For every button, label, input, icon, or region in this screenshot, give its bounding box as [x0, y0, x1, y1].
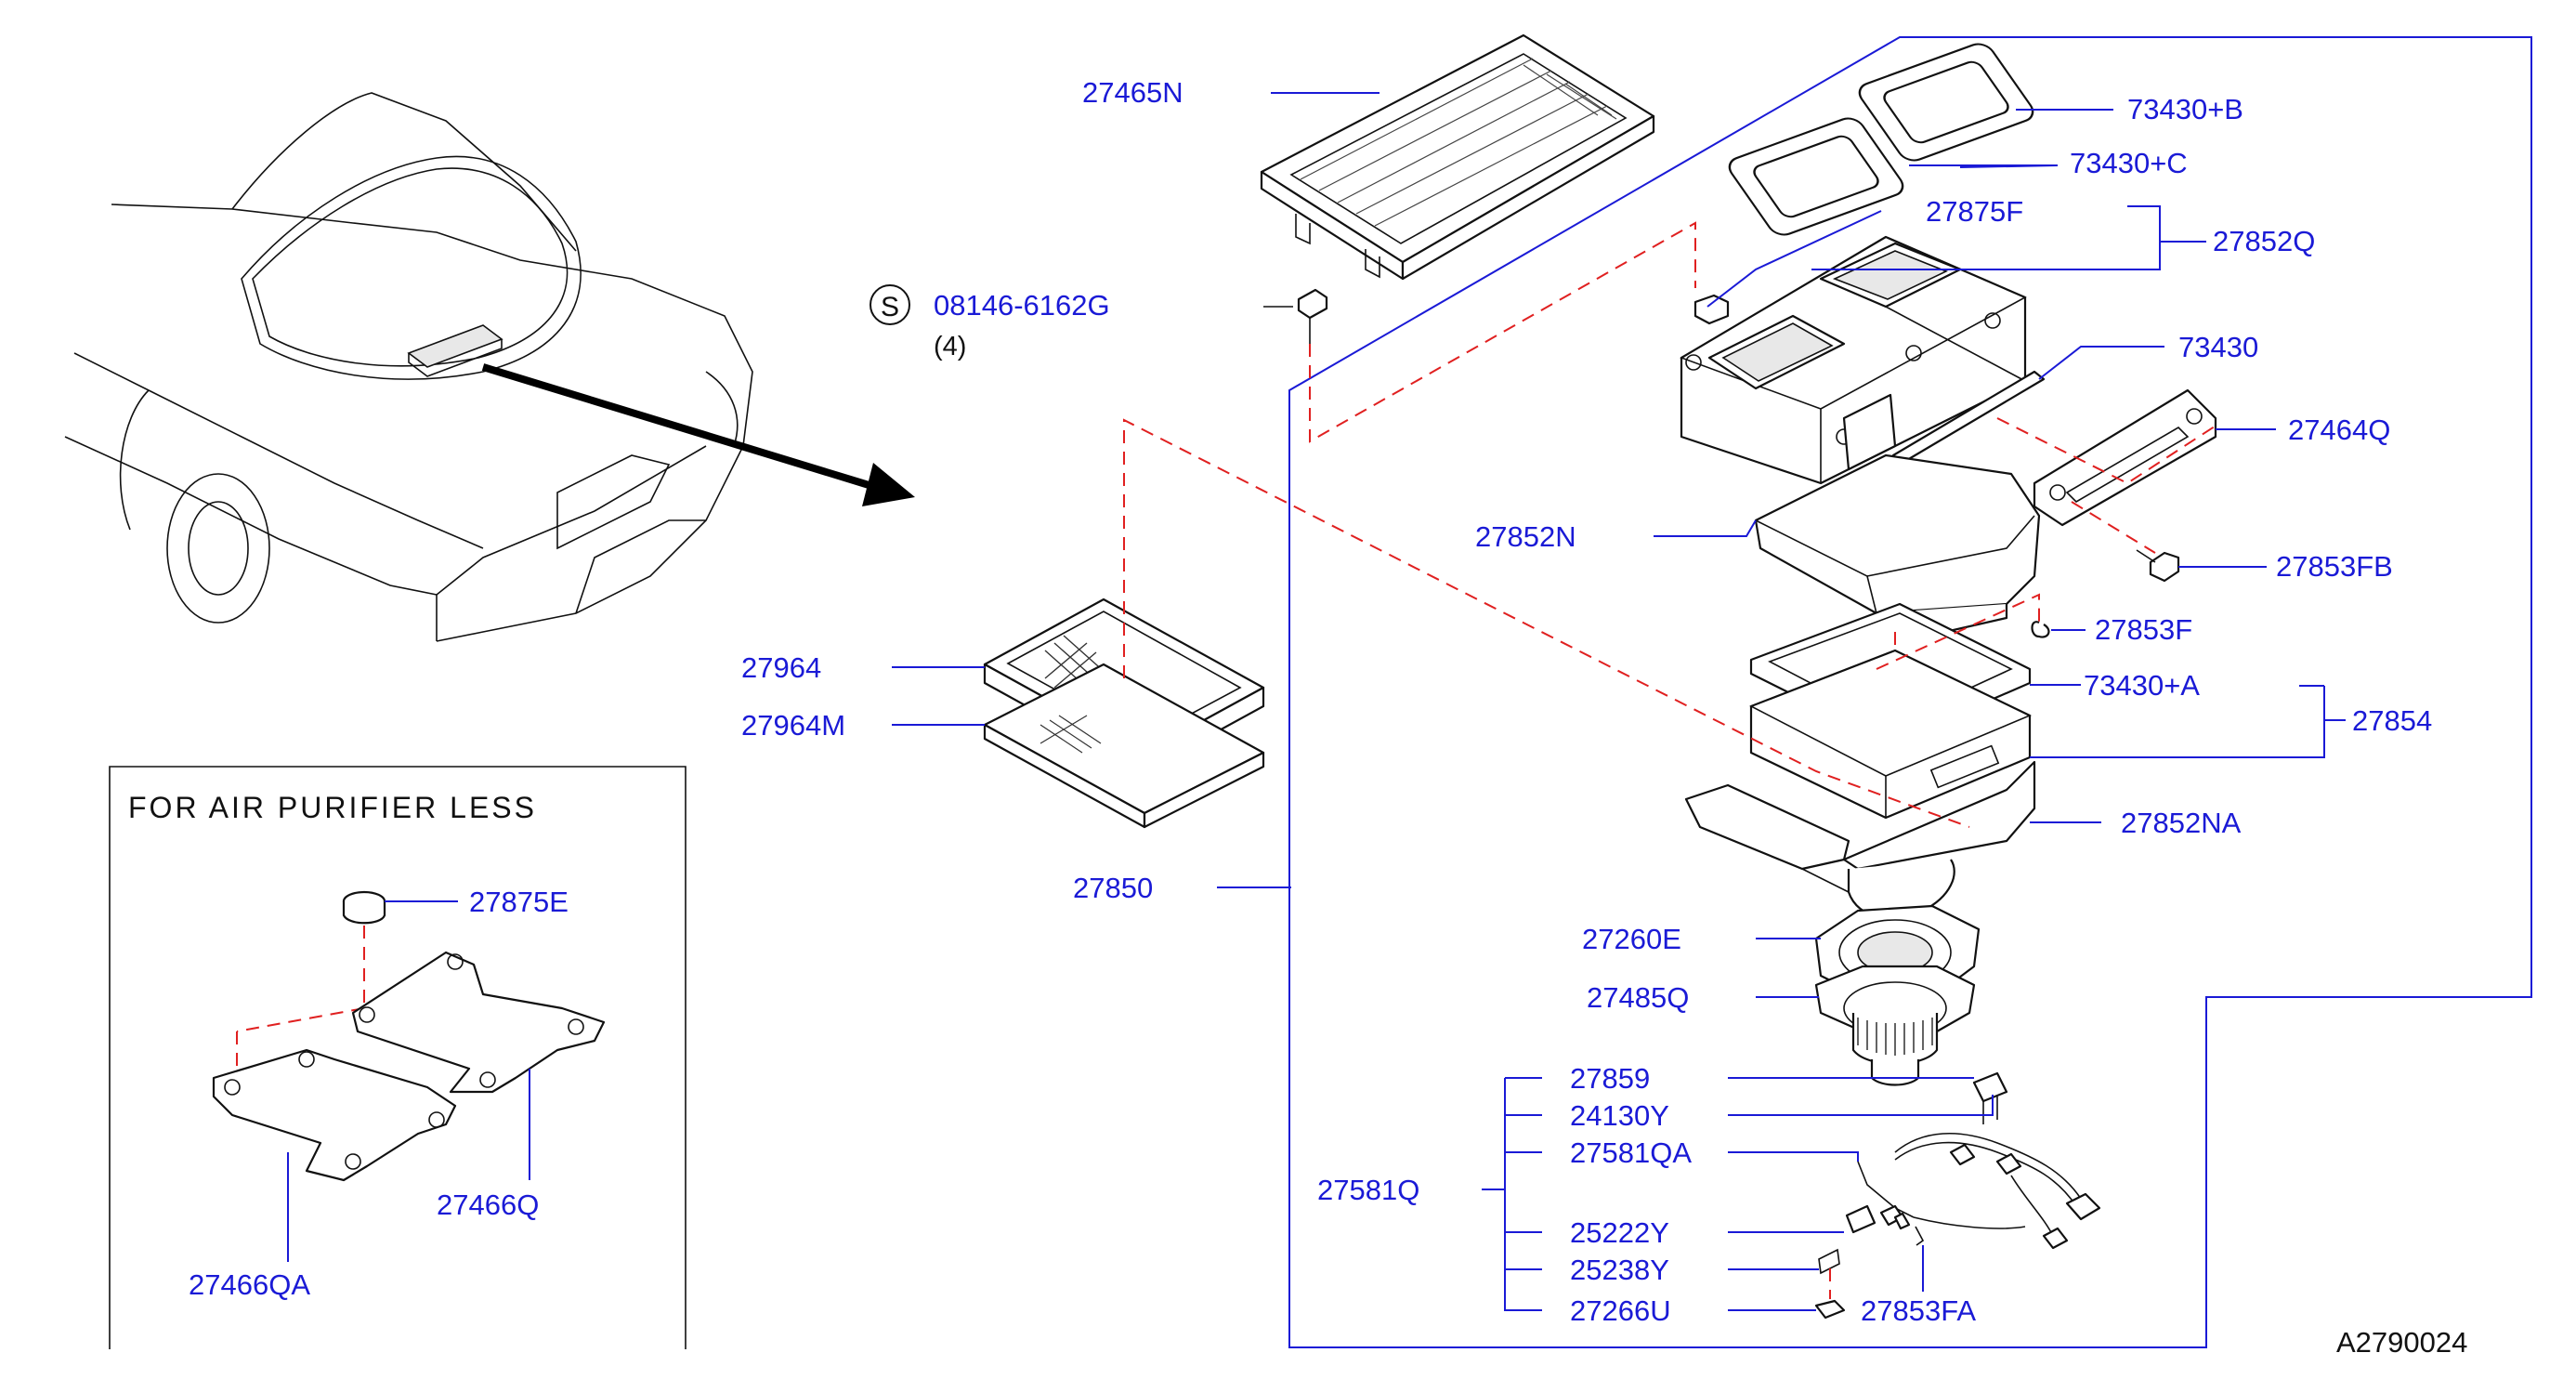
- label-27964M: 27964M: [741, 709, 845, 742]
- label-27852N: 27852N: [1475, 520, 1576, 553]
- label-27581Q: 27581Q: [1317, 1174, 1419, 1206]
- screw-callout: S 08146-6162G (4): [870, 284, 1110, 361]
- label-25238Y: 25238Y: [1570, 1254, 1669, 1286]
- screw-drawing: [1263, 288, 1328, 344]
- diagram-id: A2790024: [2336, 1326, 2467, 1359]
- leader-lines: [287, 92, 2346, 1311]
- car-illustration: [64, 92, 915, 642]
- label-25222Y: 25222Y: [1570, 1216, 1669, 1249]
- label-73430-c: 73430+C: [2070, 147, 2188, 179]
- motor-drawing: [1814, 904, 1981, 1086]
- filter-case-drawing: [1749, 602, 2032, 820]
- inset-title: FOR AIR PURIFIER LESS: [128, 791, 537, 824]
- upper-case-drawing: [1680, 235, 2027, 485]
- label-27850: 27850: [1073, 872, 1153, 904]
- label-27465N: 27465N: [1082, 76, 1183, 109]
- label-27853FA: 27853FA: [1861, 1294, 1976, 1327]
- screw-symbol: S: [881, 292, 899, 322]
- label-27852Q: 27852Q: [2213, 225, 2315, 257]
- assembly-outline: [1288, 36, 2532, 1348]
- label-27853FB: 27853FB: [2276, 550, 2393, 583]
- label-27875F: 27875F: [1926, 195, 2023, 228]
- screw-quantity: (4): [934, 332, 966, 361]
- label-27854: 27854: [2352, 704, 2432, 737]
- label-27485Q: 27485Q: [1587, 981, 1689, 1014]
- label-24130Y: 24130Y: [1570, 1099, 1669, 1132]
- label-73430-b: 73430+B: [2127, 93, 2243, 125]
- label-27853F: 27853F: [2095, 613, 2192, 646]
- part-labels: 27465N 73430+B 73430+C 27875F 27852Q 734…: [189, 76, 2432, 1327]
- label-27466Q: 27466Q: [437, 1189, 539, 1221]
- label-27260E: 27260E: [1582, 923, 1681, 955]
- label-27852NA: 27852NA: [2121, 807, 2242, 839]
- label-08146-6162G: 08146-6162G: [934, 289, 1110, 322]
- clip-27853F-drawing: [2031, 621, 2050, 638]
- label-27859: 27859: [1570, 1062, 1650, 1095]
- label-27266U: 27266U: [1570, 1294, 1671, 1327]
- filter-27465N-drawing: [1260, 33, 1655, 281]
- inset-panel: FOR AIR PURIFIER LESS: [109, 766, 686, 1349]
- label-27964: 27964: [741, 651, 821, 684]
- label-27466QA: 27466QA: [189, 1268, 310, 1301]
- label-27464Q: 27464Q: [2288, 414, 2390, 446]
- label-27581QA: 27581QA: [1570, 1136, 1692, 1169]
- blower-case-drawing: [1684, 760, 2036, 920]
- label-73430: 73430: [2178, 331, 2258, 363]
- harness-drawing: [1814, 1071, 2101, 1320]
- label-73430-a: 73430+A: [2084, 669, 2200, 702]
- gaskets-drawing: [1728, 43, 2034, 236]
- bracket-27464Q-drawing: [2033, 388, 2217, 583]
- label-27875E: 27875E: [469, 886, 569, 918]
- assembly-guides: [1123, 221, 2221, 828]
